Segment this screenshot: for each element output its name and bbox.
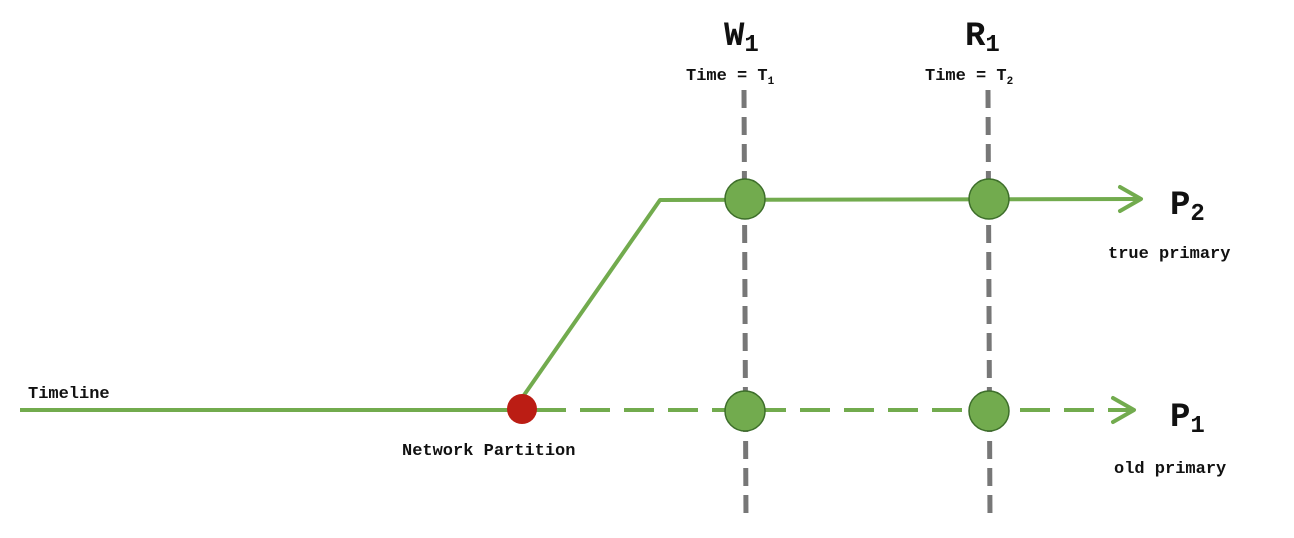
p1-label: P1 bbox=[1170, 399, 1205, 440]
p1-role-label: old primary bbox=[1114, 460, 1226, 479]
network-partition-label: Network Partition bbox=[402, 442, 575, 461]
timeline-label: Timeline bbox=[28, 385, 110, 404]
p2-arrowhead bbox=[1118, 185, 1143, 213]
node-p2-w1 bbox=[724, 178, 766, 220]
network-partition-point bbox=[507, 394, 537, 424]
write-time-label: Time = T1 bbox=[686, 67, 775, 88]
node-p2-r1 bbox=[968, 178, 1010, 220]
p1-arrowhead bbox=[1111, 396, 1136, 424]
guide-line-r1 bbox=[985, 89, 993, 523]
p2-timeline-branch bbox=[520, 197, 1141, 400]
node-p1-r1 bbox=[968, 390, 1010, 432]
read-time-label: Time = T2 bbox=[925, 67, 1013, 88]
write-label: W1 bbox=[724, 18, 759, 59]
guide-line-w1 bbox=[741, 89, 749, 523]
p2-label: P2 bbox=[1170, 187, 1205, 228]
p2-role-label: true primary bbox=[1108, 245, 1230, 264]
node-p1-w1 bbox=[724, 390, 766, 432]
read-label: R1 bbox=[965, 18, 1000, 59]
